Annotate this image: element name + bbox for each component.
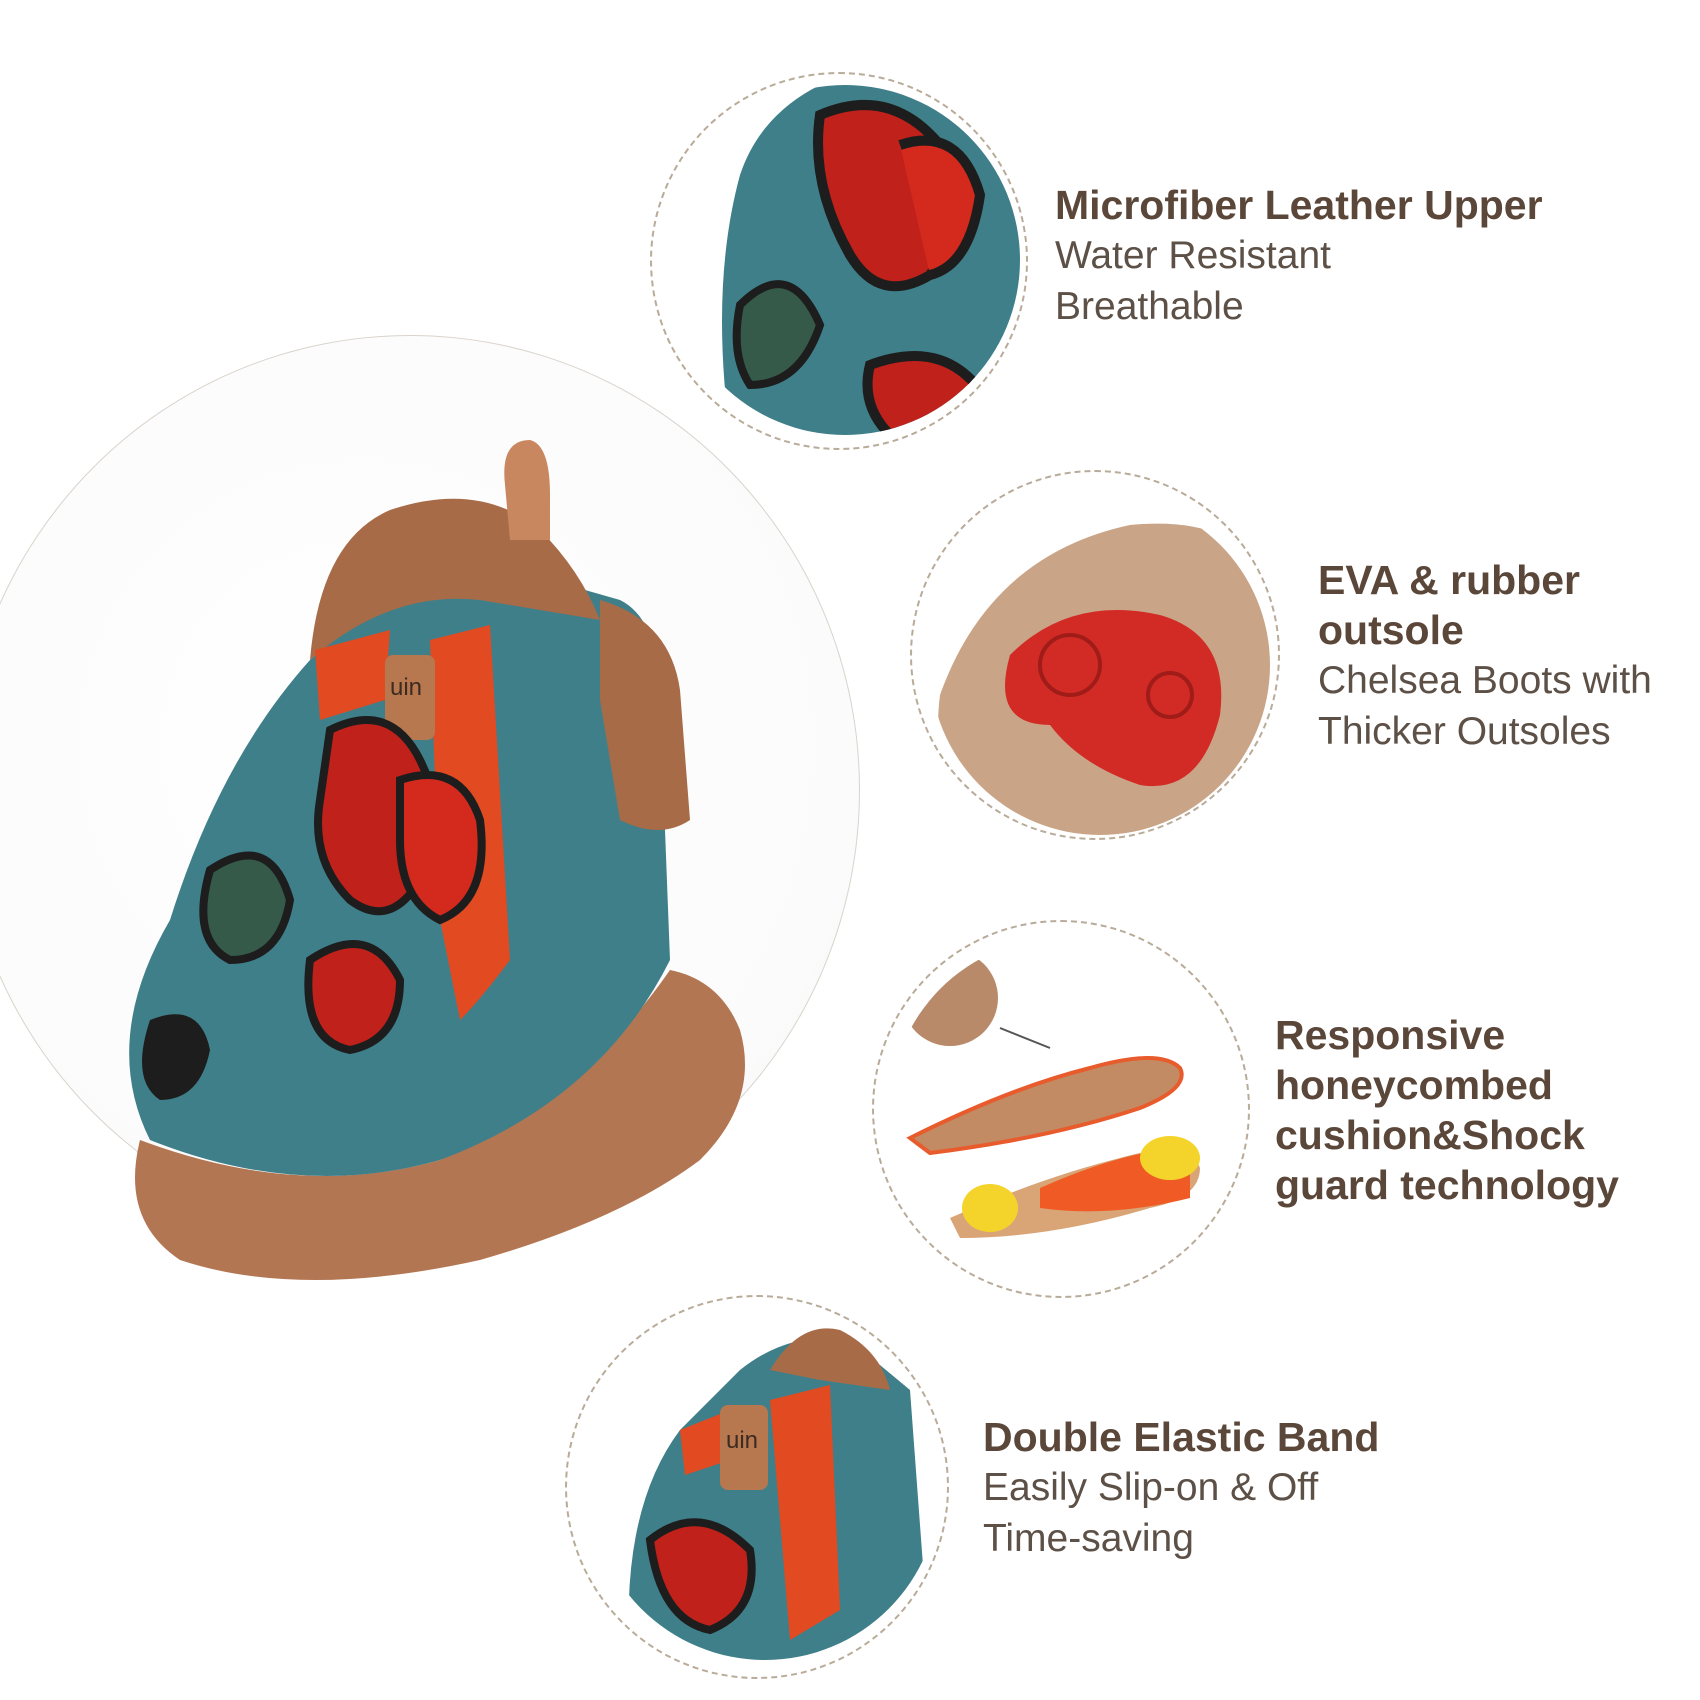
feature-line: Easily Slip-on & Off	[983, 1466, 1319, 1509]
elastic-tab-label: uin	[726, 1427, 758, 1454]
boot-tab-label: uin	[390, 674, 422, 701]
feature-leather-upper: Microfiber Leather Upper Water Resistant…	[1055, 180, 1543, 332]
hero-boot-image: uin	[129, 440, 745, 1280]
feature-title: cushion&Shock	[1275, 1112, 1585, 1158]
feature-outsole: EVA & rubber outsole Chelsea Boots with …	[1318, 555, 1652, 757]
feature-line: Water Resistant	[1055, 234, 1331, 277]
feature-line: Chelsea Boots with	[1318, 659, 1652, 702]
feature-title: outsole	[1318, 607, 1464, 653]
elastic-image-ring	[565, 1295, 949, 1679]
feature-line: Time-saving	[983, 1517, 1194, 1560]
feature-title: Microfiber Leather Upper	[1055, 182, 1543, 228]
elastic-closeup-image: uin	[590, 1310, 940, 1660]
feature-title: Responsive	[1275, 1012, 1506, 1058]
outsole-image-ring	[910, 470, 1280, 840]
feature-cushion: Responsive honeycombed cushion&Shock gua…	[1275, 1010, 1619, 1210]
feature-elastic-band: Double Elastic Band Easily Slip-on & Off…	[983, 1412, 1379, 1564]
feature-line: Breathable	[1055, 285, 1244, 328]
leather-closeup-image	[670, 85, 1020, 435]
feature-title: EVA & rubber	[1318, 557, 1580, 603]
feature-title: guard technology	[1275, 1162, 1619, 1208]
leather-image-ring	[650, 72, 1028, 450]
outsole-closeup-image	[930, 495, 1270, 835]
feature-title: honeycombed	[1275, 1062, 1553, 1108]
feature-line: Thicker Outsoles	[1318, 710, 1611, 753]
insole-image-ring	[872, 920, 1250, 1298]
insole-closeup-image	[890, 938, 1235, 1283]
feature-title: Double Elastic Band	[983, 1414, 1380, 1460]
